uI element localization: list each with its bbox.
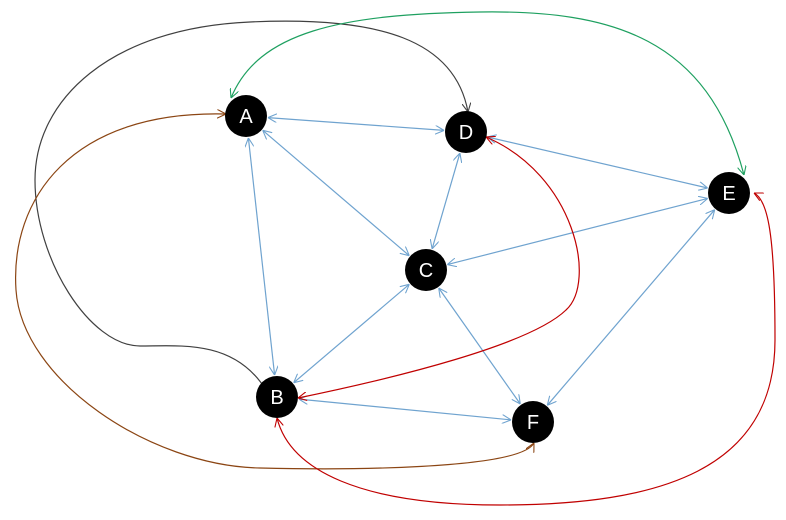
node-circle-b (256, 376, 298, 418)
node-label-d: D (459, 122, 473, 144)
node-f: F (512, 401, 554, 443)
node-circle-d (445, 111, 487, 153)
nodes-layer: A B C D E F (225, 95, 750, 443)
node-label-c: C (419, 260, 433, 282)
edges-layer (15, 11, 776, 506)
edge-a-e (231, 11, 744, 175)
node-b: B (256, 376, 298, 418)
node-e: E (708, 172, 750, 214)
edge-a-d (268, 118, 444, 131)
edge-d-e (487, 137, 707, 188)
node-label-f: F (527, 412, 539, 434)
node-circle-c (405, 249, 447, 291)
edge-c-b (294, 284, 410, 382)
node-d: D (445, 111, 487, 153)
node-label-a: A (239, 106, 253, 128)
node-circle-a (225, 95, 267, 137)
node-label-e: E (722, 183, 735, 205)
edge-d-c (432, 153, 460, 249)
node-circle-e (708, 172, 750, 214)
edge-b-f (299, 399, 511, 420)
node-c: C (405, 249, 447, 291)
node-a: A (225, 95, 267, 137)
edge-b-d (34, 20, 468, 385)
edge-e-b (277, 193, 776, 506)
edge-e-f (547, 210, 714, 406)
edge-f-a (15, 114, 534, 470)
edge-a-b (248, 138, 274, 375)
edge-a-c (263, 130, 410, 255)
node-circle-f (512, 401, 554, 443)
node-label-b: B (270, 387, 283, 409)
edge-c-f (439, 288, 521, 404)
